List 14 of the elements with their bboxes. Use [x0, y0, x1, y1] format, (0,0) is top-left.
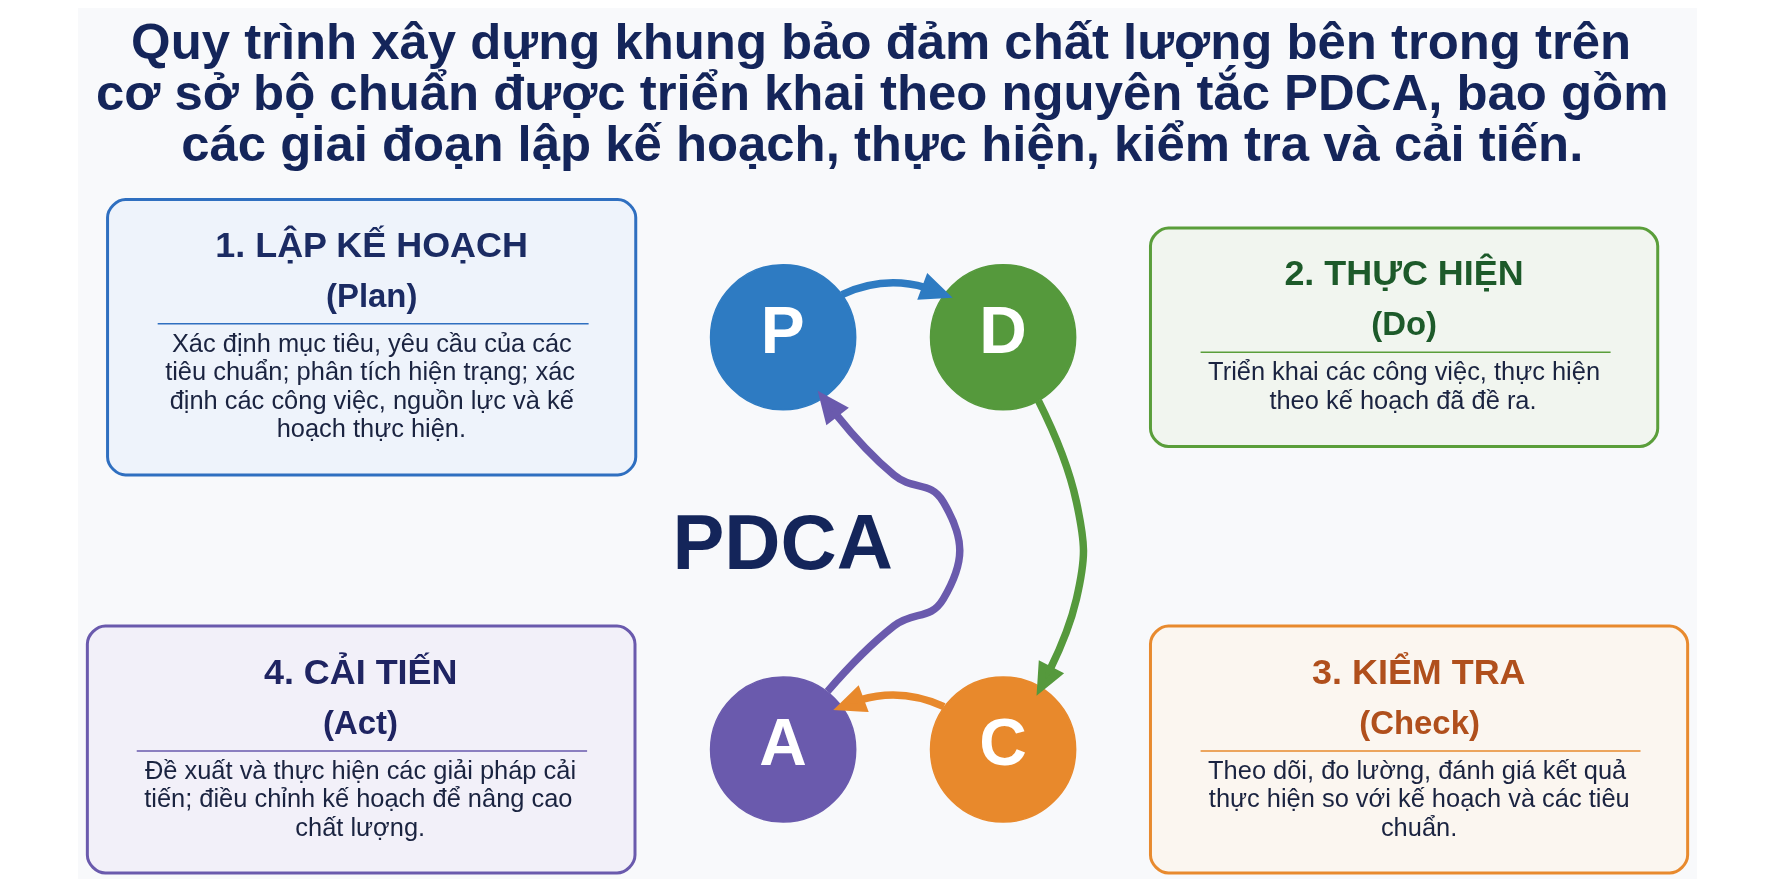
node-circle: A — [709, 676, 856, 823]
node-text: PDCA — [671, 498, 893, 585]
arrow — [817, 390, 963, 694]
arrow — [832, 685, 945, 712]
node-circle: P — [709, 263, 856, 411]
diagram-title: Quy trình xây dựng khung bảo đảm chất lượng bên trong trên cơ sở bộ chuẩn được triển khai theo nguyên tắc PDCA, bao gồm các giai đoạn lập kế hoạch, thực hiện, kiểm tra và cải tiến. — [95, 13, 1668, 172]
node-box: 2. THỰC HIỆN (Do) Triển khai các công việc, thực hiện theo kế hoạch đã đề ra. — [1148, 226, 1659, 448]
node-box: 3. KIỂM TRA (Check) Theo dõi, đo lường, đánh giá kết quả thực hiện so với kế hoạch và các tiêu chuẩn. — [1148, 624, 1689, 875]
node-circle: C — [929, 676, 1076, 823]
arrow — [840, 273, 953, 300]
arrow — [1034, 399, 1087, 696]
node-circle: D — [929, 263, 1076, 411]
node-box: 1. LẬP KẾ HOẠCH (Plan) Xác định mục tiêu, yêu cầu của các tiêu chuẩn; phân tích hiện trạng; xác định các công việc, nguồn lực và kế hoạch thực hiện. — [105, 198, 637, 477]
node-box: 4. CẢI TIẾN (Act) Đề xuất và thực hiện các giải pháp cải tiến; điều chỉnh kế hoạch để nâng cao chất lượng. — [85, 624, 636, 875]
